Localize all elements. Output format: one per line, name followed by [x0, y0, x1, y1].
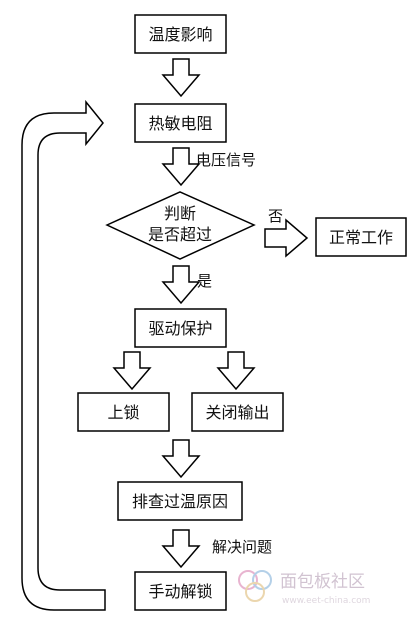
- watermark-brand: 面包板社区: [280, 572, 365, 592]
- arrow-feedback-loop: [21, 99, 106, 611]
- box-normal-work: 正常工作: [315, 217, 407, 257]
- box-drive-protect: 驱动保护: [134, 308, 227, 348]
- box-thermistor: 热敏电阻: [134, 103, 227, 143]
- watermark-url: www.eet-china.com: [282, 596, 370, 606]
- arrow-down-3: [161, 265, 201, 305]
- arrow-down-2: [161, 147, 201, 187]
- box-power-on-label: 上锁: [107, 403, 139, 422]
- arrow-right-no: [264, 218, 309, 258]
- box-drive-protect-label: 驱动保护: [148, 319, 212, 338]
- box-check-cause: 排查过温原因: [117, 481, 243, 521]
- arrow-down-1: [161, 58, 201, 98]
- label-solve-problem: 解决问题: [212, 538, 272, 556]
- box-temp-effect-label: 温度影响: [148, 25, 212, 44]
- arrow-down-5: [161, 529, 201, 569]
- box-power-on: 上锁: [77, 392, 170, 432]
- box-check-cause-label: 排查过温原因: [132, 492, 228, 511]
- decision-line2: 是否超过: [148, 225, 212, 244]
- box-manual-unlock: 手动解锁: [134, 571, 227, 611]
- box-thermistor-label: 热敏电阻: [148, 114, 212, 133]
- arrow-down-left: [112, 351, 152, 391]
- box-normal-work-label: 正常工作: [329, 228, 393, 247]
- label-no: 否: [268, 207, 283, 225]
- arrow-down-4: [161, 439, 201, 479]
- watermark: 面包板社区 www.eet-china.com: [238, 570, 370, 606]
- decision-diamond: 判断 是否超过: [105, 191, 256, 260]
- box-shutdown-output: 关闭输出: [191, 392, 284, 432]
- decision-line1: 判断: [164, 204, 196, 223]
- box-shutdown-output-label: 关闭输出: [205, 403, 269, 422]
- label-voltage-signal: 电压信号: [196, 151, 256, 169]
- box-temp-effect: 温度影响: [134, 14, 227, 54]
- arrow-down-right: [216, 351, 256, 391]
- box-manual-unlock-label: 手动解锁: [148, 582, 212, 601]
- watermark-logo-icon: [238, 570, 272, 602]
- label-yes: 是: [197, 272, 212, 290]
